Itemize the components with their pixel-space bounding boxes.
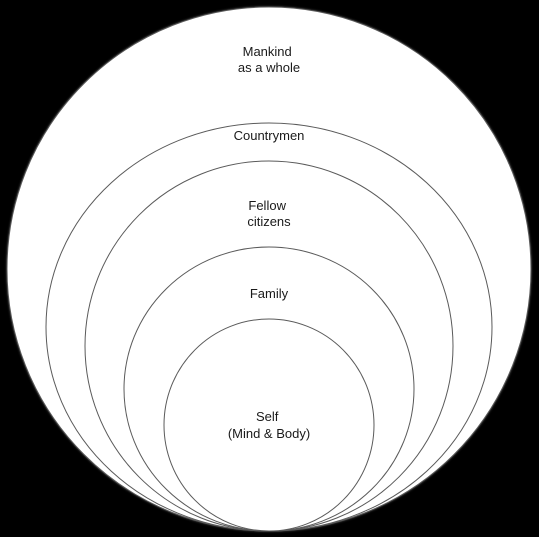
ring-self-label-line-2: (Mind & Body) [228,426,310,441]
ring-mankind-label-line-1: Mankind [243,44,292,59]
ring-self: Self (Mind & Body) [163,318,375,532]
ring-mankind-label-line-2: as a whole [238,60,300,75]
ring-self-label-line-1: Self [256,409,279,424]
ring-self-label: Self (Mind & Body) [228,409,310,441]
ring-self-circle [163,318,375,532]
ring-family-label: Family [250,286,289,301]
ring-mankind-label: Mankind as a whole [238,44,300,75]
ring-countrymen-label: Countrymen [234,128,305,143]
ring-family-label-line-1: Family [250,286,289,301]
ring-fellow-citizens-label: Fellow citizens [247,198,291,229]
ring-countrymen-label-line-1: Countrymen [234,128,305,143]
ring-fellow-citizens-label-line-2: citizens [247,214,291,229]
ring-fellow-citizens-label-line-1: Fellow [248,198,286,213]
